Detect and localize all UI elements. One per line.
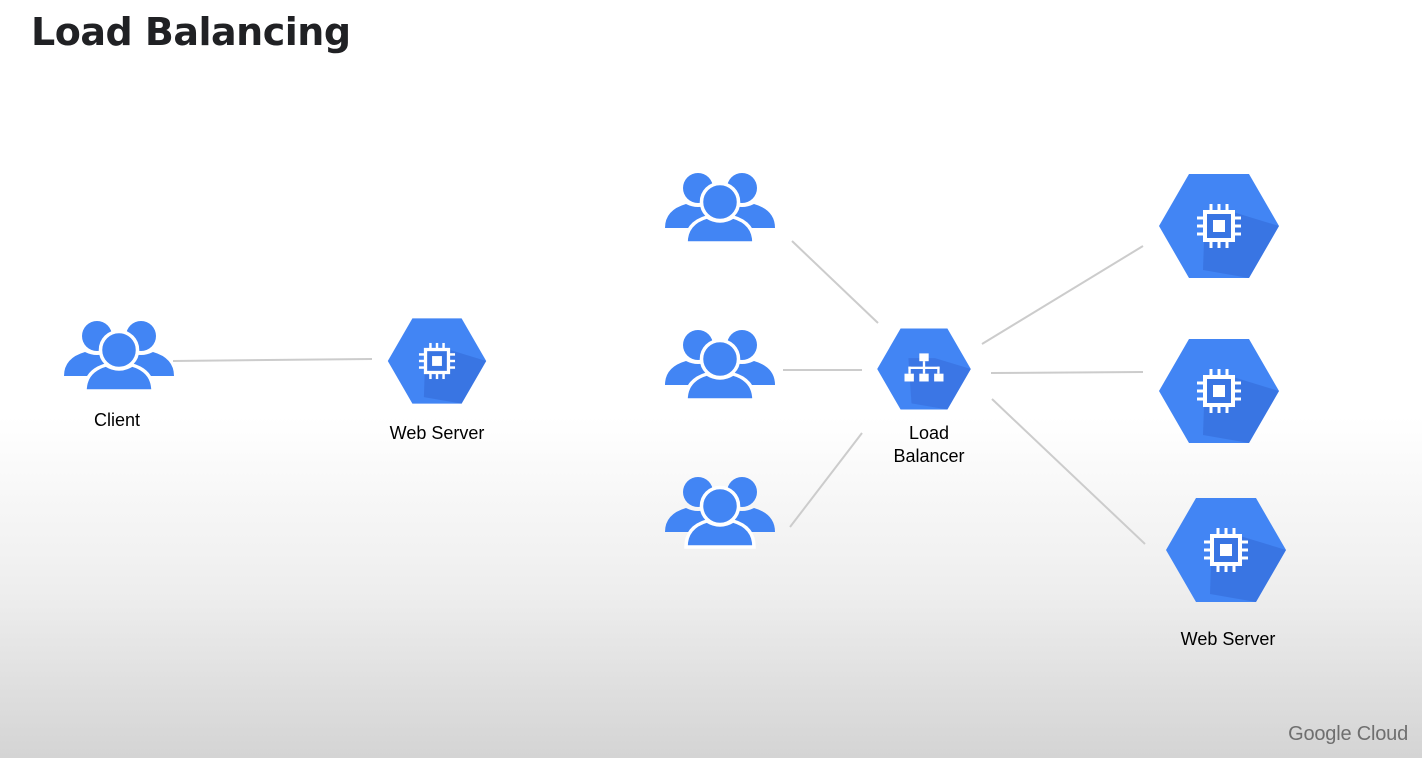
slide-title: Load Balancing: [31, 10, 351, 54]
web-server-label: Web Server: [389, 423, 485, 443]
users-group-icon-top: [663, 171, 777, 245]
web-server-pool-icon-middle: [1159, 339, 1279, 443]
web-server-pool-icon-top: [1159, 174, 1279, 278]
client-users-icon: [62, 319, 176, 393]
connectors: [172, 240, 1146, 545]
web-server-compute-icon: [387, 318, 487, 404]
connector-lb-server-bottom: [991, 398, 1146, 545]
load-balancer-icon: [877, 328, 971, 410]
connector-users-top-lb: [791, 240, 879, 324]
users-group-icon-middle: [663, 328, 777, 402]
web-server-pool-icon-bottom: [1166, 498, 1286, 602]
web-server-pool-label: Web Server: [1180, 629, 1276, 649]
connector-users-bottom-lb: [789, 432, 863, 528]
users-group-icon-bottom: [663, 475, 777, 549]
load-balancer-label: Load Balancer: [893, 423, 965, 466]
connector-lb-server-top: [981, 245, 1144, 345]
connector-client-webserver: [172, 358, 373, 362]
client-label: Client: [93, 410, 141, 430]
google-cloud-logo: Google Cloud: [1288, 723, 1408, 745]
connector-lb-server-middle: [990, 371, 1144, 374]
